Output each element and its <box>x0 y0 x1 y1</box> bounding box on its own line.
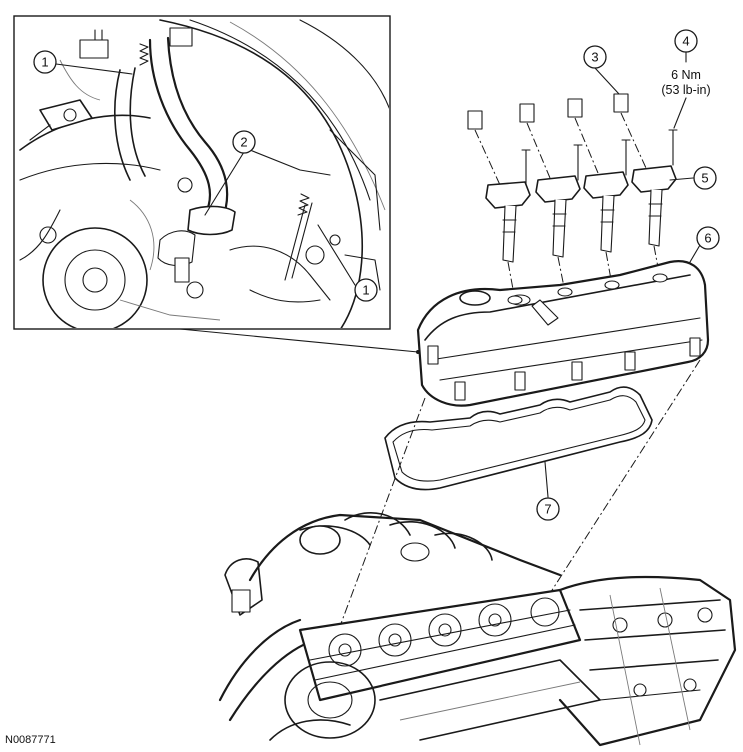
leader-lines <box>55 51 701 498</box>
torque-spec-metric: 6 Nm <box>671 68 701 82</box>
callout-1-upper: 1 <box>33 50 57 74</box>
callout-2: 2 <box>232 130 256 154</box>
figure-id: N0087771 <box>5 734 56 746</box>
callout-7: 7 <box>536 497 560 521</box>
callout-1-lower: 1 <box>354 278 378 302</box>
callout-number: 3 <box>591 50 598 65</box>
valve-cover-gasket <box>384 386 653 491</box>
callout-number: 2 <box>240 135 247 150</box>
callout-5: 5 <box>693 166 717 190</box>
callout-number: 1 <box>41 55 48 70</box>
ignition-coils <box>467 93 678 301</box>
callout-number: 4 <box>682 34 689 49</box>
callout-number: 1 <box>362 283 369 298</box>
callout-6: 6 <box>696 226 720 250</box>
valve-cover <box>416 260 710 407</box>
torque-spec-imperial: (53 lb-in) <box>661 83 710 97</box>
engine-assembly <box>218 512 737 747</box>
callout-number: 5 <box>701 171 708 186</box>
callout-number: 6 <box>704 231 711 246</box>
callout-number: 7 <box>544 502 551 517</box>
callout-4: 4 <box>674 29 698 53</box>
callout-3: 3 <box>583 45 607 69</box>
